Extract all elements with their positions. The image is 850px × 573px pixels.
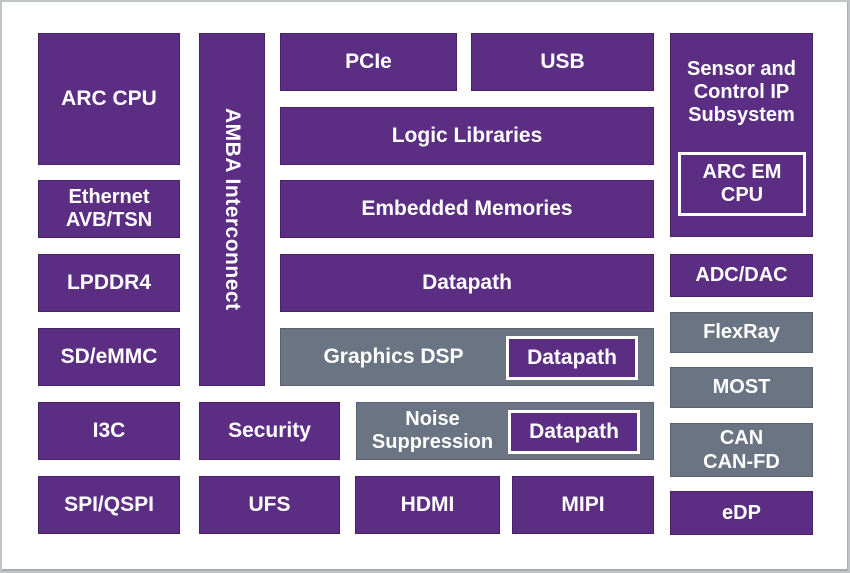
block-noise-suppression-label: Noise Suppression [371,408,494,453]
block-most-label: MOST [712,376,771,398]
block-edp-label: eDP [722,501,761,524]
block-can-can-fd-label: CAN CAN-FD [703,427,780,473]
block-arc-em-cpu-label: ARC EM CPU [702,161,782,206]
block-pcie-label: PCIe [345,49,392,73]
block-usb-label: USB [540,49,585,73]
block-logic-libraries: Logic Libraries [280,107,654,165]
block-sd-emmc: SD/eMMC [38,328,180,386]
block-graphics-dsp-label: Graphics DSP [323,344,464,368]
block-security-label: Security [228,418,311,442]
block-amba-interconnect-label: AMBA Interconnect [221,108,245,311]
block-adc-dac-label: ADC/DAC [695,264,788,286]
block-arc-cpu: ARC CPU [38,33,180,165]
block-arc-cpu-label: ARC CPU [61,86,157,110]
block-pcie: PCIe [280,33,457,91]
block-noise-suppression-datapath: Datapath [508,410,640,454]
block-ethernet-avb-tsn: Ethernet AVB/TSN [38,180,180,238]
block-i3c-label: I3C [92,418,126,442]
block-amba-interconnect: AMBA Interconnect [199,33,265,386]
block-lpddr4: LPDDR4 [38,254,180,312]
block-ufs: UFS [199,476,340,534]
block-datapath: Datapath [280,254,654,312]
block-noise-suppression-datapath-label: Datapath [529,420,619,444]
block-datapath-label: Datapath [422,270,512,294]
block-mipi: MIPI [512,476,654,534]
block-i3c: I3C [38,402,180,460]
block-flexray: FlexRay [670,312,813,353]
block-ufs-label: UFS [248,492,291,516]
block-graphics-dsp: Graphics DSP Datapath [280,328,654,386]
block-sensor-control-ip-subsystem: Sensor and Control IP Subsystem ARC EM C… [670,33,813,237]
block-usb: USB [471,33,654,91]
block-spi-qspi: SPI/QSPI [38,476,180,534]
block-logic-libraries-label: Logic Libraries [391,123,543,147]
block-noise-suppression: Noise Suppression Datapath [356,402,654,460]
block-adc-dac: ADC/DAC [670,254,813,297]
block-most: MOST [670,367,813,408]
block-embedded-memories-label: Embedded Memories [361,196,573,220]
block-edp: eDP [670,491,813,535]
block-lpddr4-label: LPDDR4 [66,270,151,294]
block-security: Security [199,402,340,460]
block-ethernet-avb-tsn-label: Ethernet AVB/TSN [65,186,153,231]
block-can-can-fd: CAN CAN-FD [670,423,813,477]
block-graphics-dsp-datapath: Datapath [506,336,638,380]
block-spi-qspi-label: SPI/QSPI [64,492,154,516]
block-embedded-memories: Embedded Memories [280,180,654,238]
block-hdmi-label: HDMI [400,492,455,516]
block-flexray-label: FlexRay [703,321,780,343]
block-sensor-control-ip-subsystem-label: Sensor and Control IP Subsystem [687,58,796,126]
block-hdmi: HDMI [355,476,500,534]
block-arc-em-cpu: ARC EM CPU [678,152,806,216]
block-graphics-dsp-datapath-label: Datapath [527,346,617,370]
block-sd-emmc-label: SD/eMMC [60,344,158,368]
block-mipi-label: MIPI [561,492,605,516]
